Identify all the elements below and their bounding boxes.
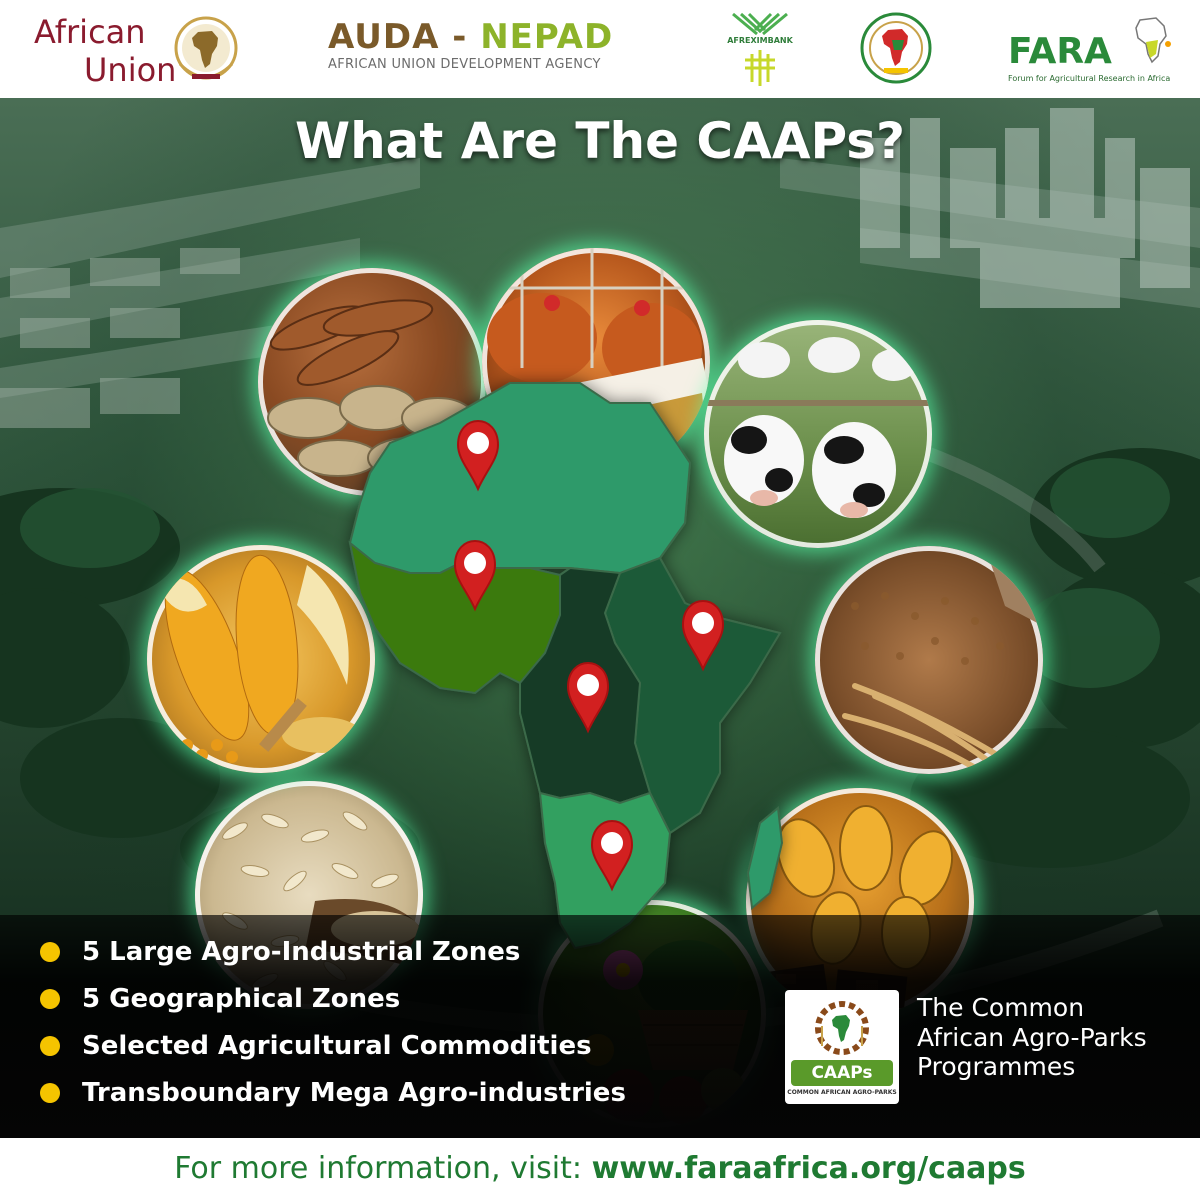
bullet-dot-icon	[40, 1035, 60, 1056]
caaps-badge-label: CAAPs	[791, 1060, 893, 1086]
african-union-text-line1: African	[34, 13, 146, 51]
list-item: Selected Agricultural Commodities	[40, 1022, 626, 1069]
wheat-icon	[842, 546, 1043, 774]
african-union-text-line2: Union	[84, 51, 177, 89]
african-union-logo[interactable]: African Union	[30, 10, 240, 90]
african-union-emblem-icon	[174, 16, 238, 80]
list-item: 5 Geographical Zones	[40, 975, 626, 1022]
africa-zones-map	[348, 382, 784, 950]
maize-circle	[147, 545, 375, 773]
footer-info-line: For more information, visit: www.faraafr…	[0, 1138, 1200, 1200]
wheat-circle	[815, 546, 1043, 774]
programme-name-line2: African Agro-Parks	[917, 1022, 1147, 1052]
auda-text: AUDA -	[328, 17, 481, 57]
map-pin-south[interactable]	[590, 820, 634, 892]
list-item: Transboundary Mega Agro-industries	[40, 1069, 626, 1116]
fara-title: FARA	[1008, 31, 1112, 72]
auda-nepad-title: AUDA - NEPAD	[328, 20, 638, 54]
afreximbank-text: AFREXIMBANK	[727, 36, 793, 45]
bullet-dot-icon	[40, 988, 60, 1009]
feature-text: Selected Agricultural Commodities	[82, 1030, 592, 1061]
bullet-dot-icon	[40, 941, 60, 962]
bottom-info-panel	[0, 915, 1200, 1138]
caaps-logo[interactable]: CAAPs COMMON AFRICAN AGRO-PARKS	[785, 990, 899, 1104]
afcfta-emblem-icon	[860, 12, 932, 84]
afcfta-logo[interactable]	[858, 10, 934, 86]
corn-icon	[157, 554, 362, 766]
map-pin-central[interactable]	[566, 662, 610, 734]
feature-text: 5 Geographical Zones	[82, 983, 401, 1014]
list-item: 5 Large Agro-Industrial Zones	[40, 928, 626, 975]
logo-bar: African Union AUDA - NEPAD AFRICAN UNION…	[0, 0, 1200, 98]
fara-africa-icon	[1135, 17, 1171, 64]
fara-logo[interactable]: FARA Forum for Agricultural Research in …	[1008, 14, 1178, 86]
caaps-badge-subtitle: COMMON AFRICAN AGRO-PARKS	[787, 1089, 897, 1096]
programme-name: The Common African Agro-Parks Programmes	[917, 993, 1147, 1082]
feature-text: Transboundary Mega Agro-industries	[82, 1077, 626, 1108]
livestock-circle	[704, 320, 932, 548]
bullet-dot-icon	[40, 1082, 60, 1103]
gear-africa-icon	[815, 1001, 869, 1055]
website-link[interactable]: www.faraafrica.org/caaps	[591, 1151, 1026, 1186]
auda-nepad-logo[interactable]: AUDA - NEPAD AFRICAN UNION DEVELOPMENT A…	[328, 20, 638, 80]
afreximbank-logo[interactable]: AFREXIMBANK	[705, 10, 815, 90]
fara-subtitle: Forum for Agricultural Research in Afric…	[1008, 74, 1171, 83]
zone-north-africa[interactable]	[348, 382, 692, 575]
auda-nepad-subtitle: AFRICAN UNION DEVELOPMENT AGENCY	[328, 57, 601, 72]
programme-name-line1: The Common	[917, 993, 1085, 1022]
programme-name-line3: Programmes	[917, 1052, 1076, 1081]
cattle-icon	[704, 337, 932, 518]
caaps-features-list: 5 Large Agro-Industrial Zones 5 Geograph…	[40, 928, 626, 1116]
afreximbank-mark-icon	[732, 12, 788, 86]
footer: For more information, visit: www.faraafr…	[0, 1138, 1200, 1200]
footer-prefix: For more information, visit:	[174, 1151, 592, 1186]
feature-text: 5 Large Agro-Industrial Zones	[82, 936, 521, 967]
hero-title: What Are The CAAPs?	[294, 112, 906, 170]
map-pin-west[interactable]	[453, 540, 497, 612]
map-pin-east[interactable]	[681, 600, 725, 672]
madagascar	[746, 806, 784, 910]
nepad-text: NEPAD	[480, 17, 614, 57]
map-pin-north[interactable]	[456, 420, 500, 492]
